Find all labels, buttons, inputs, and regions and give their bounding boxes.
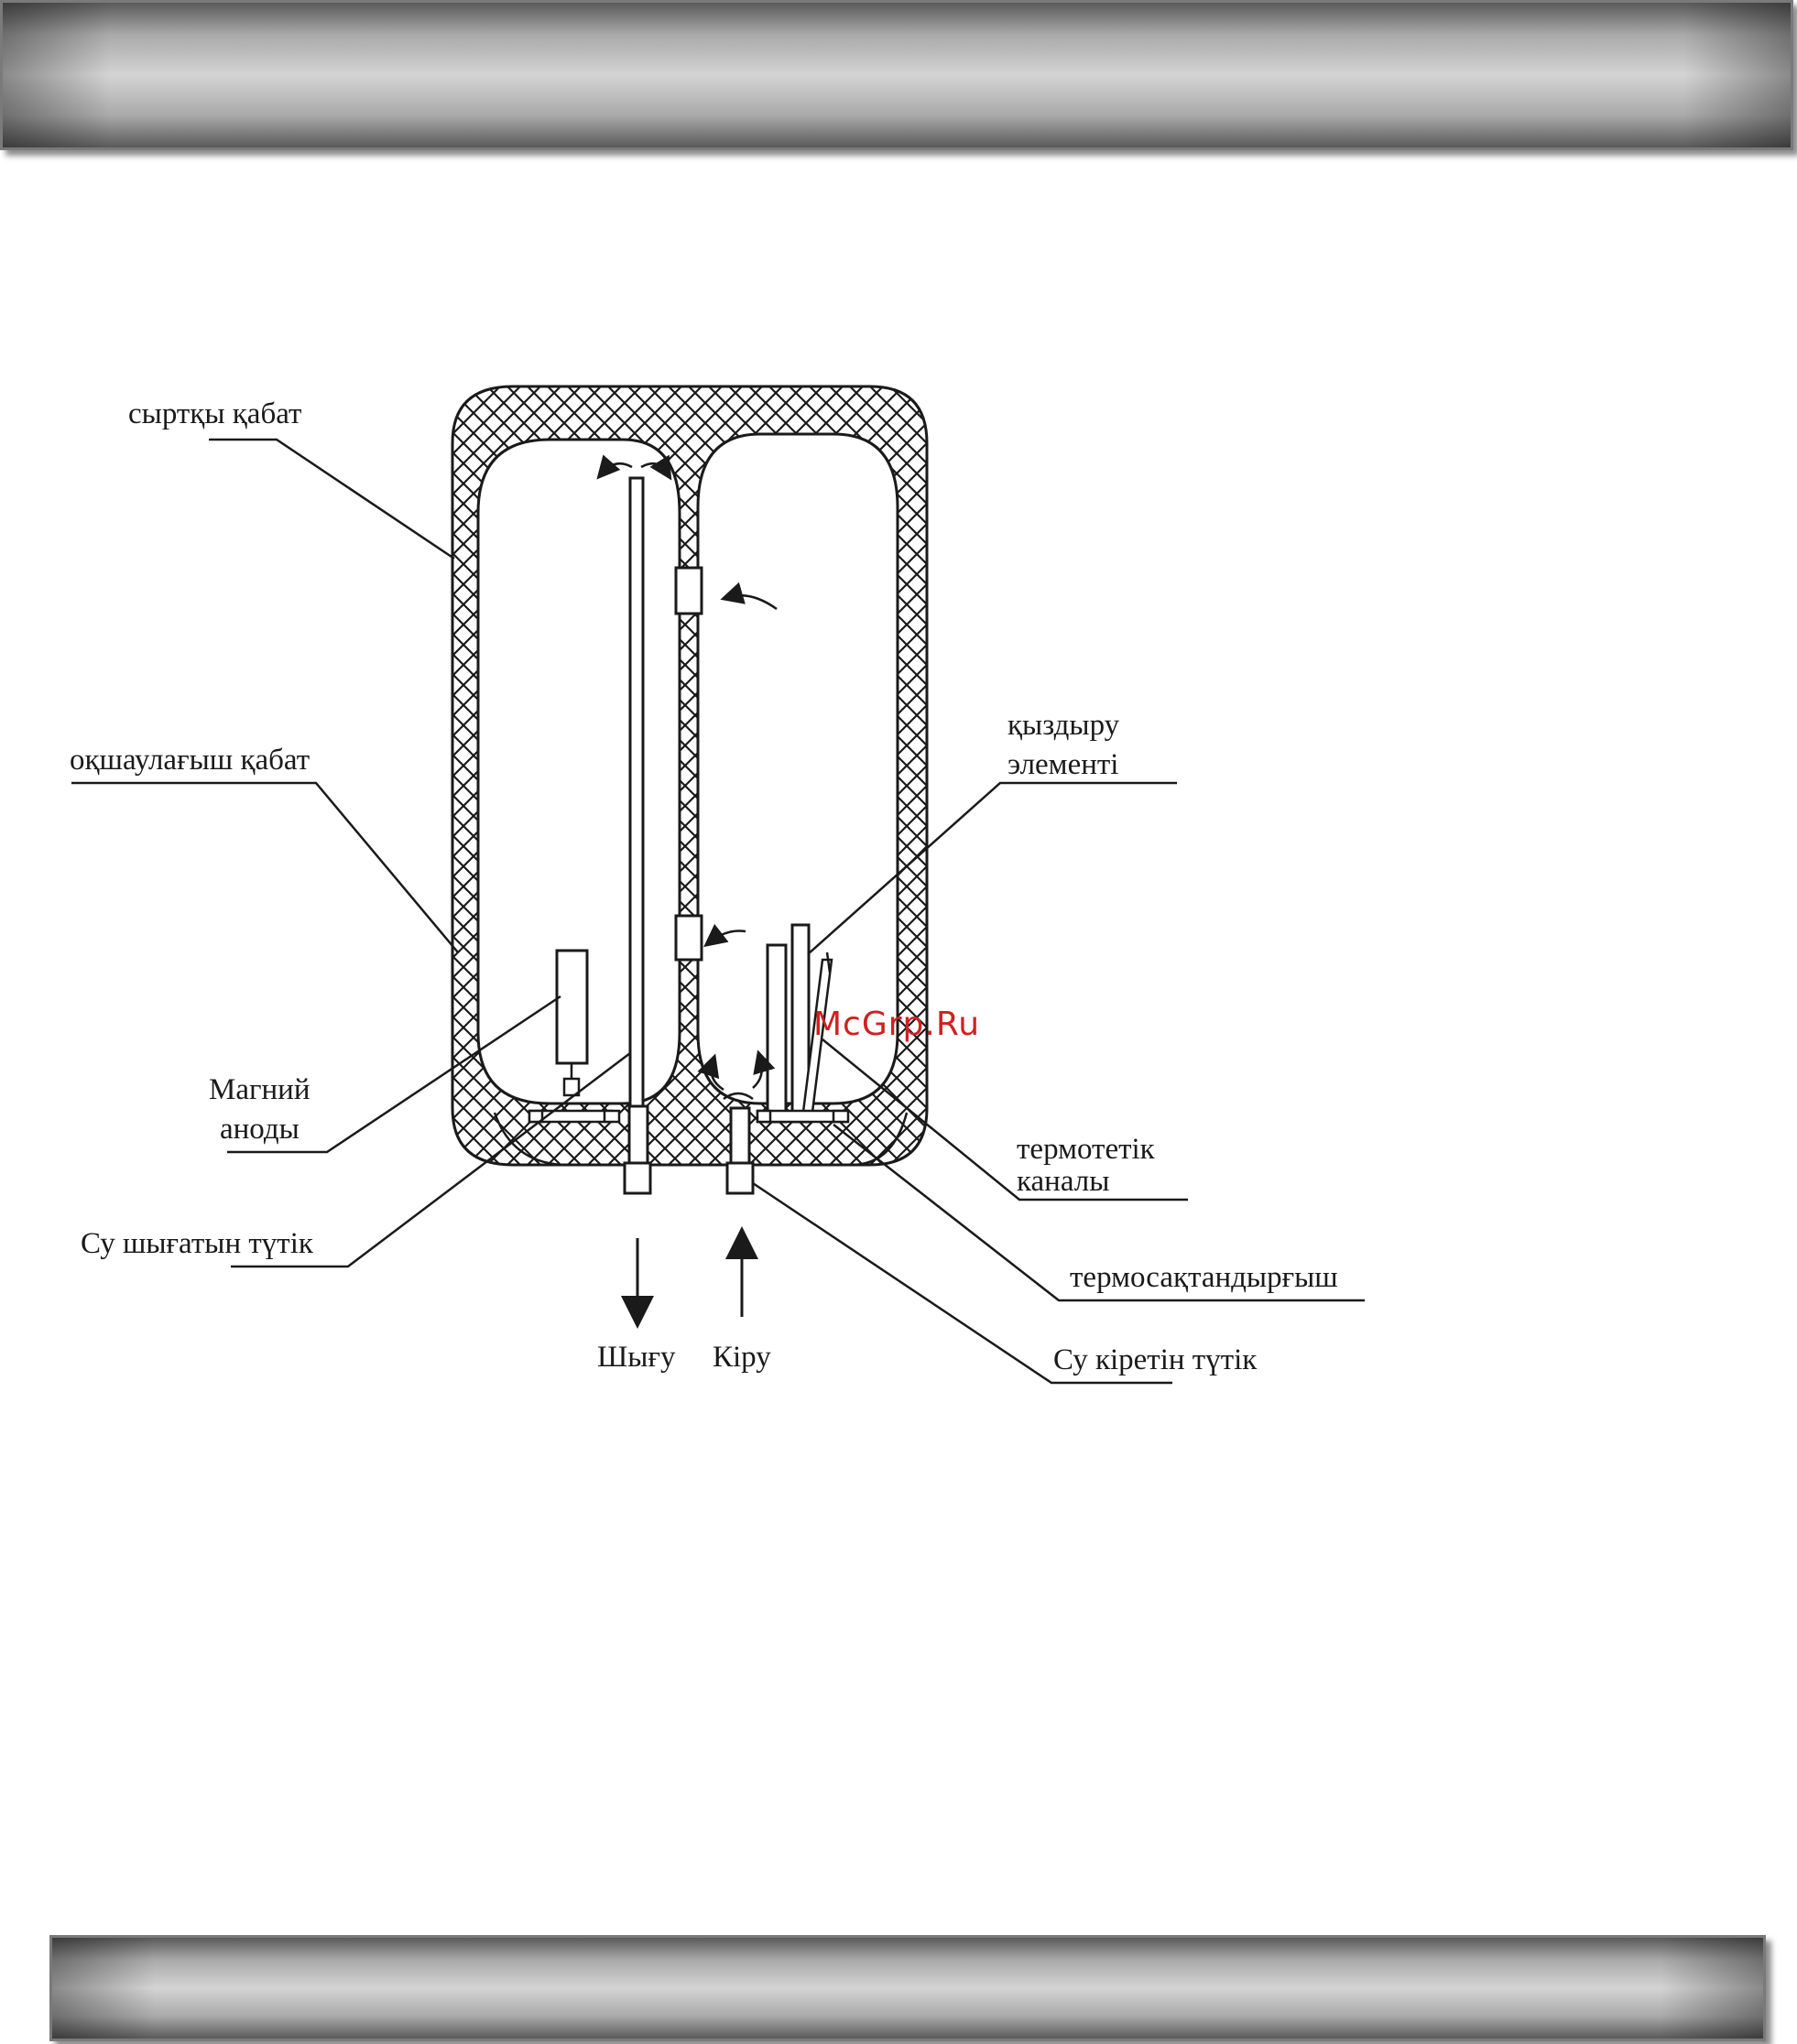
inlet-tube-fitting [731, 1108, 749, 1166]
watermark: McGrp.Ru [813, 1006, 980, 1043]
heating-flange-right-nut [833, 1111, 848, 1122]
label-heating-element-line1: қыздыру [1007, 709, 1120, 742]
label-heating-element-line2: элементі [1007, 748, 1118, 781]
magnesium-anode [557, 951, 587, 1063]
connecting-pipe-lower-joint [676, 916, 702, 960]
outlet-tube-fitting [629, 1106, 648, 1166]
label-insulation-layer: оқшаулағыш қабат [70, 744, 310, 777]
label-magnesium-anode-line1: Магний [209, 1073, 310, 1106]
inlet-tube-nozzle [727, 1163, 753, 1193]
label-thermostat-channel-line1: термотетік [1017, 1133, 1156, 1166]
leader-outer-layer [209, 440, 454, 559]
heating-element-rod-a [768, 945, 786, 1122]
label-thermostat-channel-line2: каналы [1017, 1165, 1109, 1198]
outlet-tube [630, 478, 643, 1108]
label-magnesium-anode-line2: аноды [220, 1113, 300, 1146]
leader-insulation-layer [71, 783, 458, 952]
anode-mount-right-nut [604, 1111, 619, 1122]
heating-flange-left-nut [757, 1111, 770, 1122]
outlet-tube-nozzle [625, 1163, 650, 1193]
connecting-pipe-upper-joint [676, 568, 702, 614]
label-inlet-arrow: Кіру [713, 1341, 771, 1374]
label-thermal-fuse: термосақтандырғыш [1070, 1261, 1338, 1294]
label-outlet-arrow: Шығу [597, 1341, 676, 1374]
label-inlet-pipe: Су кіретін түтік [1053, 1343, 1258, 1376]
label-outer-layer: сыртқы қабат [128, 397, 301, 430]
label-outlet-pipe: Су шығатын түтік [81, 1227, 314, 1260]
